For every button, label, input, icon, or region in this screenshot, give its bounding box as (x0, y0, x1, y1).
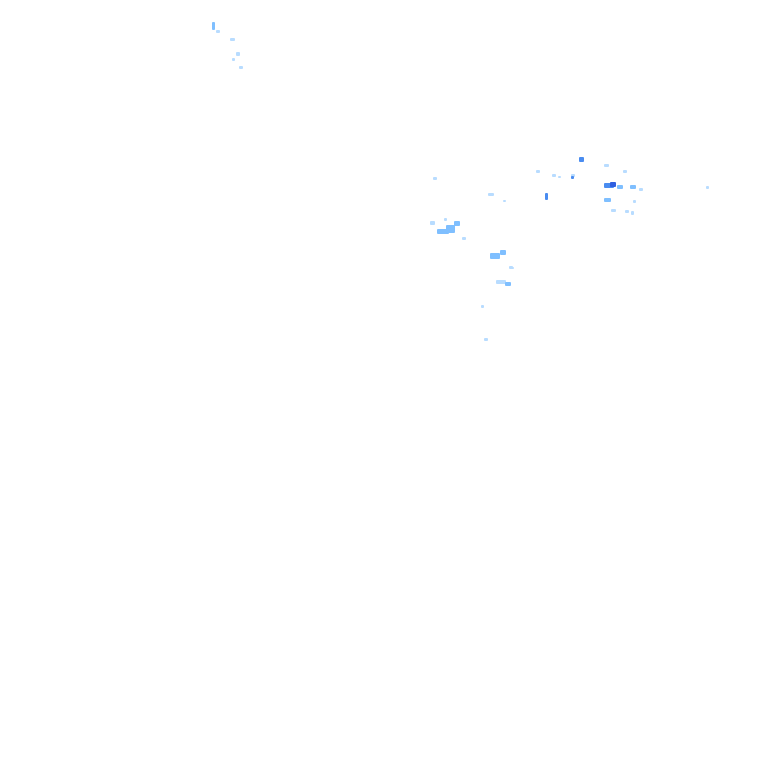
precipitation-cell (454, 221, 460, 226)
precipitation-cell (617, 185, 623, 189)
precipitation-cell (610, 182, 616, 187)
precipitation-cell (236, 52, 240, 56)
precipitation-cell (216, 30, 220, 33)
precipitation-cell (433, 177, 437, 180)
precipitation-cell (511, 267, 514, 269)
precipitation-cell (503, 200, 506, 202)
precipitation-cell (481, 305, 484, 308)
precipitation-cell (558, 176, 561, 178)
precipitation-cell (630, 185, 636, 189)
precipitation-cell (488, 193, 494, 196)
precipitation-cell (604, 198, 611, 202)
precipitation-cell (444, 218, 447, 221)
precipitation-cell (462, 237, 466, 240)
precipitation-cell (611, 209, 616, 212)
precipitation-cell (579, 157, 584, 162)
precipitation-cell (232, 58, 235, 61)
precipitation-cell (536, 170, 540, 173)
precipitation-cell (706, 186, 709, 189)
precipitation-cell (230, 38, 235, 41)
precipitation-cell (484, 338, 488, 341)
precipitation-cell (604, 164, 609, 167)
precipitation-cell (505, 282, 511, 286)
precipitation-cell (623, 170, 627, 173)
precipitation-cell (552, 174, 556, 177)
precipitation-cell (571, 176, 574, 179)
precipitation-cell (239, 66, 243, 69)
precipitation-cell (500, 250, 506, 255)
precipitation-cell (212, 22, 215, 30)
precipitation-cell (490, 253, 500, 259)
precipitation-cell (639, 188, 643, 191)
precipitation-cell (496, 280, 506, 284)
precipitation-cell (633, 200, 636, 203)
precipitation-cell (545, 193, 548, 200)
precipitation-cell (446, 225, 455, 233)
precipitation-cell (430, 221, 435, 225)
precipitation-cell (625, 210, 629, 213)
precipitation-cell (631, 211, 634, 215)
